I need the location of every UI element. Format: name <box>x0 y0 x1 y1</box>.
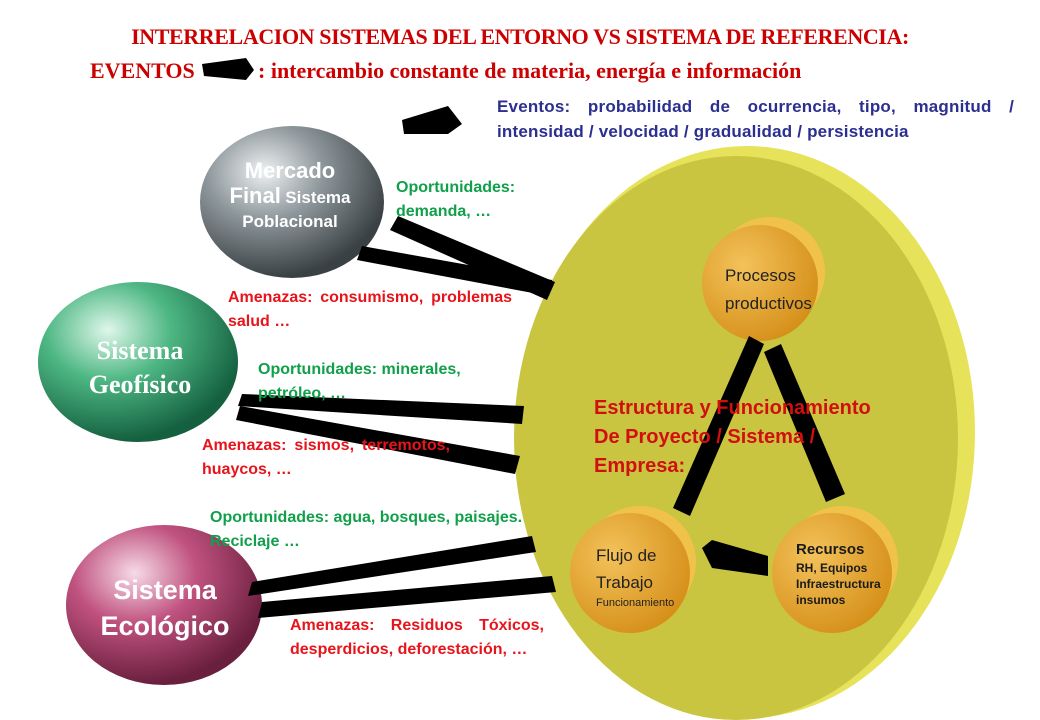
ecological-sphere <box>66 525 262 685</box>
geophysical-sphere <box>38 282 238 442</box>
geophysical-label-line1: Sistema <box>96 336 184 365</box>
workflow-label-line2: Trabajo <box>596 573 654 592</box>
resources-label-line2: RH, Equipos <box>796 561 868 575</box>
processes-label-line2: productivos <box>725 294 812 313</box>
arrow-workflow-to-processes <box>673 336 764 516</box>
resources-circle <box>772 506 898 633</box>
market-label-line3: Poblacional <box>242 212 338 231</box>
ecological-label-line2: Ecológico <box>100 611 230 641</box>
geo-opportunities-label: Oportunidades: minerales, petróleo, … <box>258 361 461 402</box>
market-label-line1: Mercado <box>244 158 336 183</box>
processes-circle <box>702 217 825 341</box>
resources-label-line1: Recursos <box>796 541 865 558</box>
events-arrow-icon-title <box>202 58 254 80</box>
arrow-geo-threats <box>236 406 520 474</box>
market-label-line2a: Final <box>229 183 281 208</box>
arrow-workflow-to-resources <box>702 540 768 576</box>
workflow-label-line3: Funcionamiento <box>596 597 675 609</box>
eco-threats-label: Amenazas: Residuos Tóxicos, desperdicios… <box>290 617 544 658</box>
market-sphere <box>200 126 384 278</box>
exchange-arrows <box>236 216 556 618</box>
arrow-eco-threats <box>258 576 556 618</box>
workflow-label-line1: Flujo de <box>596 546 657 565</box>
internal-arrows <box>673 336 845 576</box>
resources-label: Recursos RH, Equipos Infraestructura ins… <box>796 540 881 608</box>
title-line-1: INTERRELACION SISTEMAS DEL ENTORNO VS SI… <box>131 24 909 49</box>
geophysical-label: Sistema Geofísico <box>60 334 220 402</box>
processes-label: Procesos productivos <box>725 262 812 318</box>
workflow-circle <box>570 506 696 633</box>
geophysical-label-line2: Geofísico <box>88 370 192 399</box>
arrow-processes-to-resources <box>764 344 845 502</box>
market-label-line2b: Sistema <box>285 188 351 207</box>
market-label: Mercado Final Sistema Poblacional <box>210 158 370 233</box>
reference-system-label: Estructura y Funcionamiento De Proyecto … <box>594 394 974 481</box>
arrow-eco-opportunities <box>248 536 536 596</box>
resources-label-line3: Infraestructura <box>796 577 881 591</box>
title-line-2-right: : intercambio constante de materia, ener… <box>258 58 802 83</box>
title-line-2-left: EVENTOS <box>90 58 195 83</box>
arrow-market-threats <box>357 246 552 296</box>
market-opportunities-label: Oportunidades: demanda, … <box>396 179 516 220</box>
geo-threats-label: Amenazas: sismos, terremotos, huaycos, … <box>202 437 450 478</box>
resources-label-line4: insumos <box>796 593 846 607</box>
processes-label-line1: Procesos <box>725 266 796 285</box>
reference-label-line1: Estructura y Funcionamiento <box>594 397 871 419</box>
market-threats-label: Amenazas: consumismo, problemas salud … <box>228 289 512 330</box>
events-arrow-icon-large <box>402 106 462 134</box>
eco-opportunities-label: Oportunidades: agua, bosques, paisajes. … <box>210 509 523 550</box>
workflow-label: Flujo de Trabajo Funcionamiento <box>596 542 674 610</box>
ecological-label-line1: Sistema <box>113 575 217 605</box>
ecological-label: Sistema Ecológico <box>80 572 250 644</box>
events-description: Eventos: probabilidad de ocurrencia, tip… <box>497 97 1014 141</box>
reference-label-line2: De Proyecto / Sistema / <box>594 426 816 448</box>
arrow-geo-opportunities <box>238 394 524 424</box>
reference-label-line3: Empresa: <box>594 455 686 477</box>
